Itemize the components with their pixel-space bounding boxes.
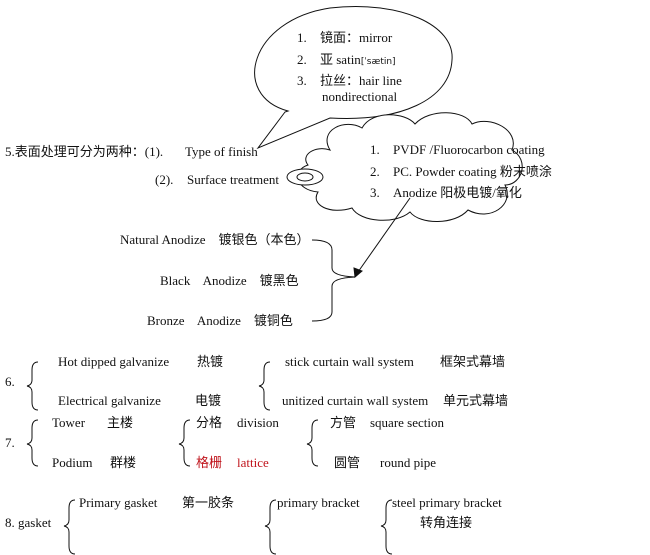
primary-gasket-en: Primary gasket (79, 495, 158, 510)
steel-bracket-zh: 转角连接 (420, 515, 473, 530)
finish-item-2: 亚 satin[ˈsætin] (320, 52, 396, 70)
finish-item-3-cont: nondirectional (322, 89, 398, 104)
division-zh: 分格 (196, 415, 223, 430)
square-en: square section (370, 415, 445, 430)
brace-8c (380, 499, 393, 555)
electrical-en: Electrical galvanize (58, 393, 161, 408)
lattice-en: lattice (237, 455, 269, 470)
type-of-finish: Type of finish (185, 144, 258, 159)
cloud-item-3: Anodize 阳极电镀/氧化 (393, 185, 522, 200)
steel-bracket-en: steel primary bracket (392, 495, 502, 510)
stick-system-zh: 框架式幕墙 (440, 354, 506, 369)
finish-num-1: 1. (297, 30, 307, 45)
round-zh: 圆管 (334, 455, 361, 470)
unitized-system-zh: 单元式幕墙 (443, 393, 509, 408)
anodize-natural: Natural Anodize 镀银色（本色） (120, 232, 310, 247)
round-en: round pipe (380, 455, 436, 470)
brace-6a (26, 361, 39, 411)
arrow-head (353, 267, 363, 278)
tower-zh: 主楼 (107, 415, 134, 430)
hot-dipped-en: Hot dipped galvanize (58, 354, 170, 369)
anodize-bronze: Bronze Anodize 镀铜色 (147, 313, 293, 328)
brace-7c (306, 419, 319, 467)
cloud-num-2: 2. (370, 164, 380, 179)
square-zh: 方管 (330, 415, 357, 430)
arrow-line (357, 197, 411, 273)
primary-gasket-zh: 第一胶条 (182, 495, 235, 510)
tower-en: Tower (52, 415, 86, 430)
item7-num: 7. (5, 435, 15, 450)
anodize-black: Black Anodize 镀黑色 (160, 273, 299, 288)
brace-8b (264, 499, 277, 555)
division-en: division (237, 415, 279, 430)
speech-bubble (254, 6, 453, 150)
brace-7a (26, 419, 39, 467)
thought-bubble-outer (286, 168, 324, 186)
item5-heading: 5.表面处理可分为两种：(1). (5, 144, 164, 159)
finish-item-2-text: 亚 satin (320, 52, 361, 67)
stick-system-en: stick curtain wall system (285, 354, 414, 369)
cloud-num-3: 3. (370, 185, 380, 200)
finish-item-3: 拉丝：hair line (320, 73, 402, 88)
brace-7b (178, 419, 191, 467)
item8-num: 8. gasket (5, 515, 52, 530)
primary-bracket: primary bracket (277, 495, 360, 510)
unitized-system-en: unitized curtain wall system (282, 393, 429, 408)
thought-cloud (297, 112, 523, 222)
cloud-item-2: PC. Powder coating 粉末喷涂 (393, 164, 552, 179)
anodize-brace (311, 239, 356, 322)
brace-8a (63, 499, 76, 555)
surface-treatment: Surface treatment (187, 172, 280, 187)
finish-item-1: 镜面：mirror (320, 30, 393, 45)
phonetic: [ˈsætin] (360, 57, 396, 67)
hot-dipped-zh: 热镀 (197, 354, 224, 369)
finish-num-2: 2. (297, 52, 307, 67)
cloud-item-1: PVDF /Fluorocarbon coating (393, 142, 545, 157)
item6-num: 6. (5, 374, 15, 389)
thought-bubble-inner (296, 172, 314, 182)
finish-num-3: 3. (297, 73, 307, 88)
brace-6b (258, 361, 271, 411)
podium-en: Podium (52, 455, 93, 470)
podium-zh: 群楼 (110, 455, 137, 470)
item5-num2: (2). (155, 172, 174, 187)
cloud-num-1: 1. (370, 142, 380, 157)
lattice-zh: 格栅 (196, 455, 223, 470)
electrical-zh: 电镀 (195, 393, 222, 408)
